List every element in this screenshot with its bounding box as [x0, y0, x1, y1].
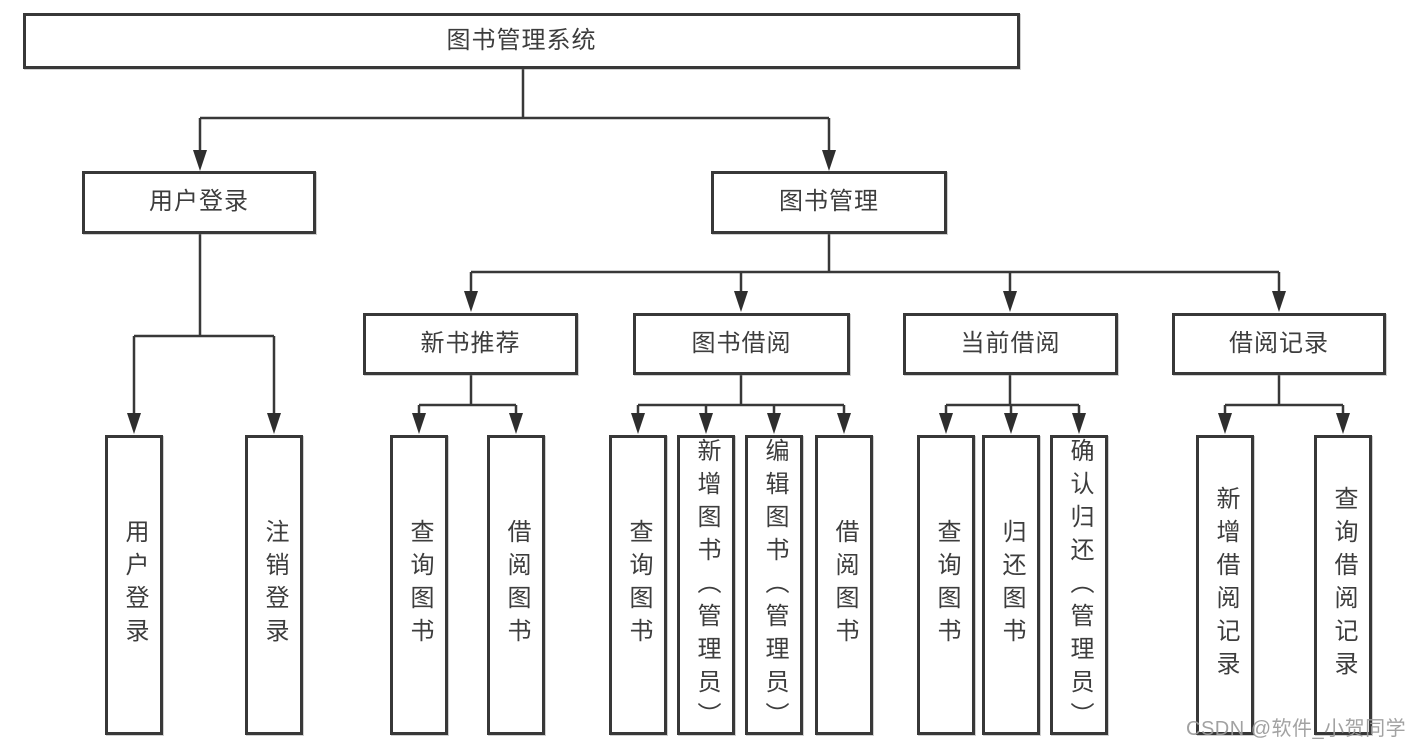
- node-borrowing-records: 借阅记录: [1172, 313, 1386, 375]
- leaf-confirm-return-admin: 确认归还（管理员）: [1050, 435, 1108, 735]
- node-borrowing-records-label: 借阅记录: [1229, 329, 1329, 357]
- leaf-logout: 注销登录: [245, 435, 303, 735]
- leaf-borrow-books-recommend-label: 借阅图书: [503, 519, 530, 651]
- node-library-system-label: 图书管理系统: [446, 26, 597, 54]
- leaf-query-books-recommend: 查询图书: [390, 435, 448, 735]
- leaf-return-books-label: 归还图书: [998, 519, 1025, 651]
- leaf-user-login: 用户登录: [105, 435, 163, 735]
- leaf-query-books-current-label: 查询图书: [933, 519, 960, 651]
- node-new-book-recommendation-label: 新书推荐: [420, 329, 521, 357]
- node-current-borrowing-label: 当前借阅: [960, 329, 1061, 357]
- leaf-query-borrow-record-label: 查询借阅记录: [1330, 486, 1357, 684]
- node-book-borrowing: 图书借阅: [633, 313, 850, 375]
- leaf-query-books-borrowing: 查询图书: [609, 435, 667, 735]
- leaf-logout-label: 注销登录: [261, 519, 288, 651]
- leaf-return-books: 归还图书: [982, 435, 1040, 735]
- csdn-watermark: CSDN @软件_小贺同学: [1186, 718, 1405, 740]
- node-book-borrowing-label: 图书借阅: [691, 329, 792, 357]
- node-current-borrowing: 当前借阅: [903, 313, 1118, 375]
- tree-edge-lines: [132, 69, 1345, 416]
- leaf-borrow-books-recommend: 借阅图书: [487, 435, 545, 735]
- leaf-borrow-books: 借阅图书: [815, 435, 873, 735]
- leaf-user-login-label: 用户登录: [121, 519, 148, 651]
- leaf-query-borrow-record: 查询借阅记录: [1314, 435, 1372, 735]
- node-new-book-recommendation: 新书推荐: [363, 313, 578, 375]
- leaf-add-borrow-record-label: 新增借阅记录: [1212, 486, 1239, 684]
- leaf-query-books-recommend-label: 查询图书: [406, 519, 433, 651]
- node-user-login-label: 用户登录: [149, 188, 249, 216]
- leaf-add-borrow-record: 新增借阅记录: [1196, 435, 1254, 735]
- node-library-system: 图书管理系统: [23, 13, 1020, 69]
- leaf-edit-books-admin-label: 编辑图书（管理员）: [761, 438, 788, 735]
- node-user-login: 用户登录: [82, 171, 316, 234]
- leaf-query-books-borrowing-label: 查询图书: [625, 519, 652, 651]
- leaf-query-books-current: 查询图书: [917, 435, 975, 735]
- leaf-add-books-admin: 新增图书（管理员）: [677, 435, 735, 735]
- leaf-add-books-admin-label: 新增图书（管理员）: [693, 438, 720, 735]
- node-book-management-label: 图书管理: [779, 188, 879, 216]
- leaf-borrow-books-label: 借阅图书: [831, 519, 858, 651]
- node-book-management: 图书管理: [711, 171, 947, 234]
- arrow-down-icons: [127, 150, 1350, 434]
- leaf-confirm-return-admin-label: 确认归还（管理员）: [1066, 438, 1093, 735]
- leaf-edit-books-admin: 编辑图书（管理员）: [745, 435, 803, 735]
